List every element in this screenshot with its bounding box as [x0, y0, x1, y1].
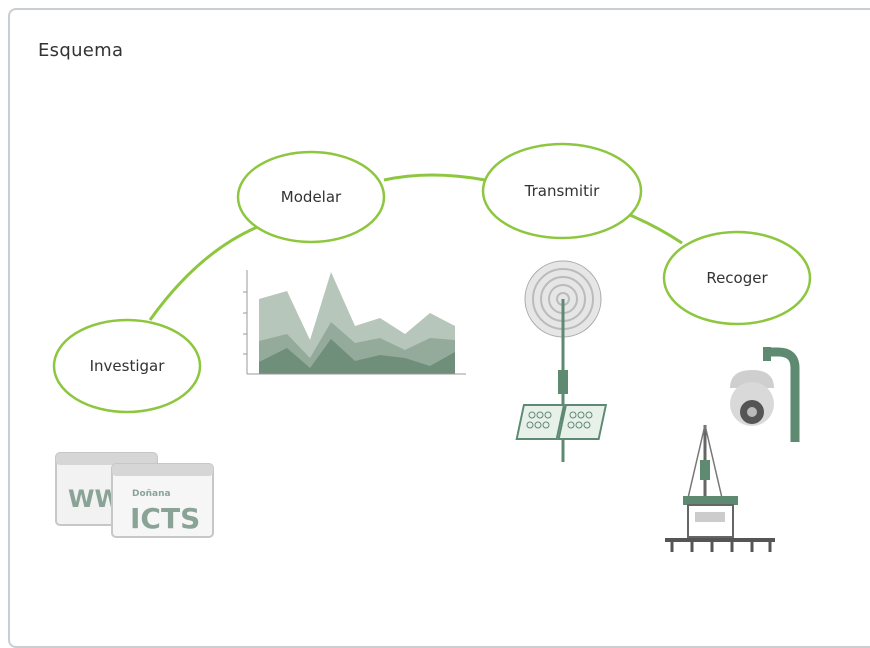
connector-modelar-transmitir: [383, 173, 486, 182]
node-recoger[interactable]: Recoger: [662, 230, 812, 326]
node-modelar[interactable]: Modelar: [236, 150, 386, 244]
antenna-icon: [515, 260, 608, 462]
node-investigar-label: Investigar: [90, 357, 166, 375]
station-tower-icon: [665, 424, 775, 552]
node-transmitir-label: Transmitir: [524, 182, 600, 200]
node-recoger-label: Recoger: [706, 269, 768, 287]
schema-diagram: Investigar Modelar Transmitir Recoger: [52, 142, 812, 552]
node-investigar[interactable]: Investigar: [52, 318, 202, 414]
node-transmitir[interactable]: Transmitir: [481, 142, 643, 240]
page-title: Esquema: [38, 40, 124, 61]
icts-big-label: ICTS: [130, 502, 200, 535]
connector-investigar-modelar: [148, 223, 263, 321]
icts-small-label: Doñana: [132, 489, 171, 499]
icts-page-icon: Doñana ICTS: [111, 463, 214, 538]
connector-transmitir-recoger: [624, 211, 683, 245]
node-modelar-label: Modelar: [281, 188, 342, 206]
camera-icon: [730, 347, 800, 442]
area-chart-icon: [243, 270, 466, 375]
